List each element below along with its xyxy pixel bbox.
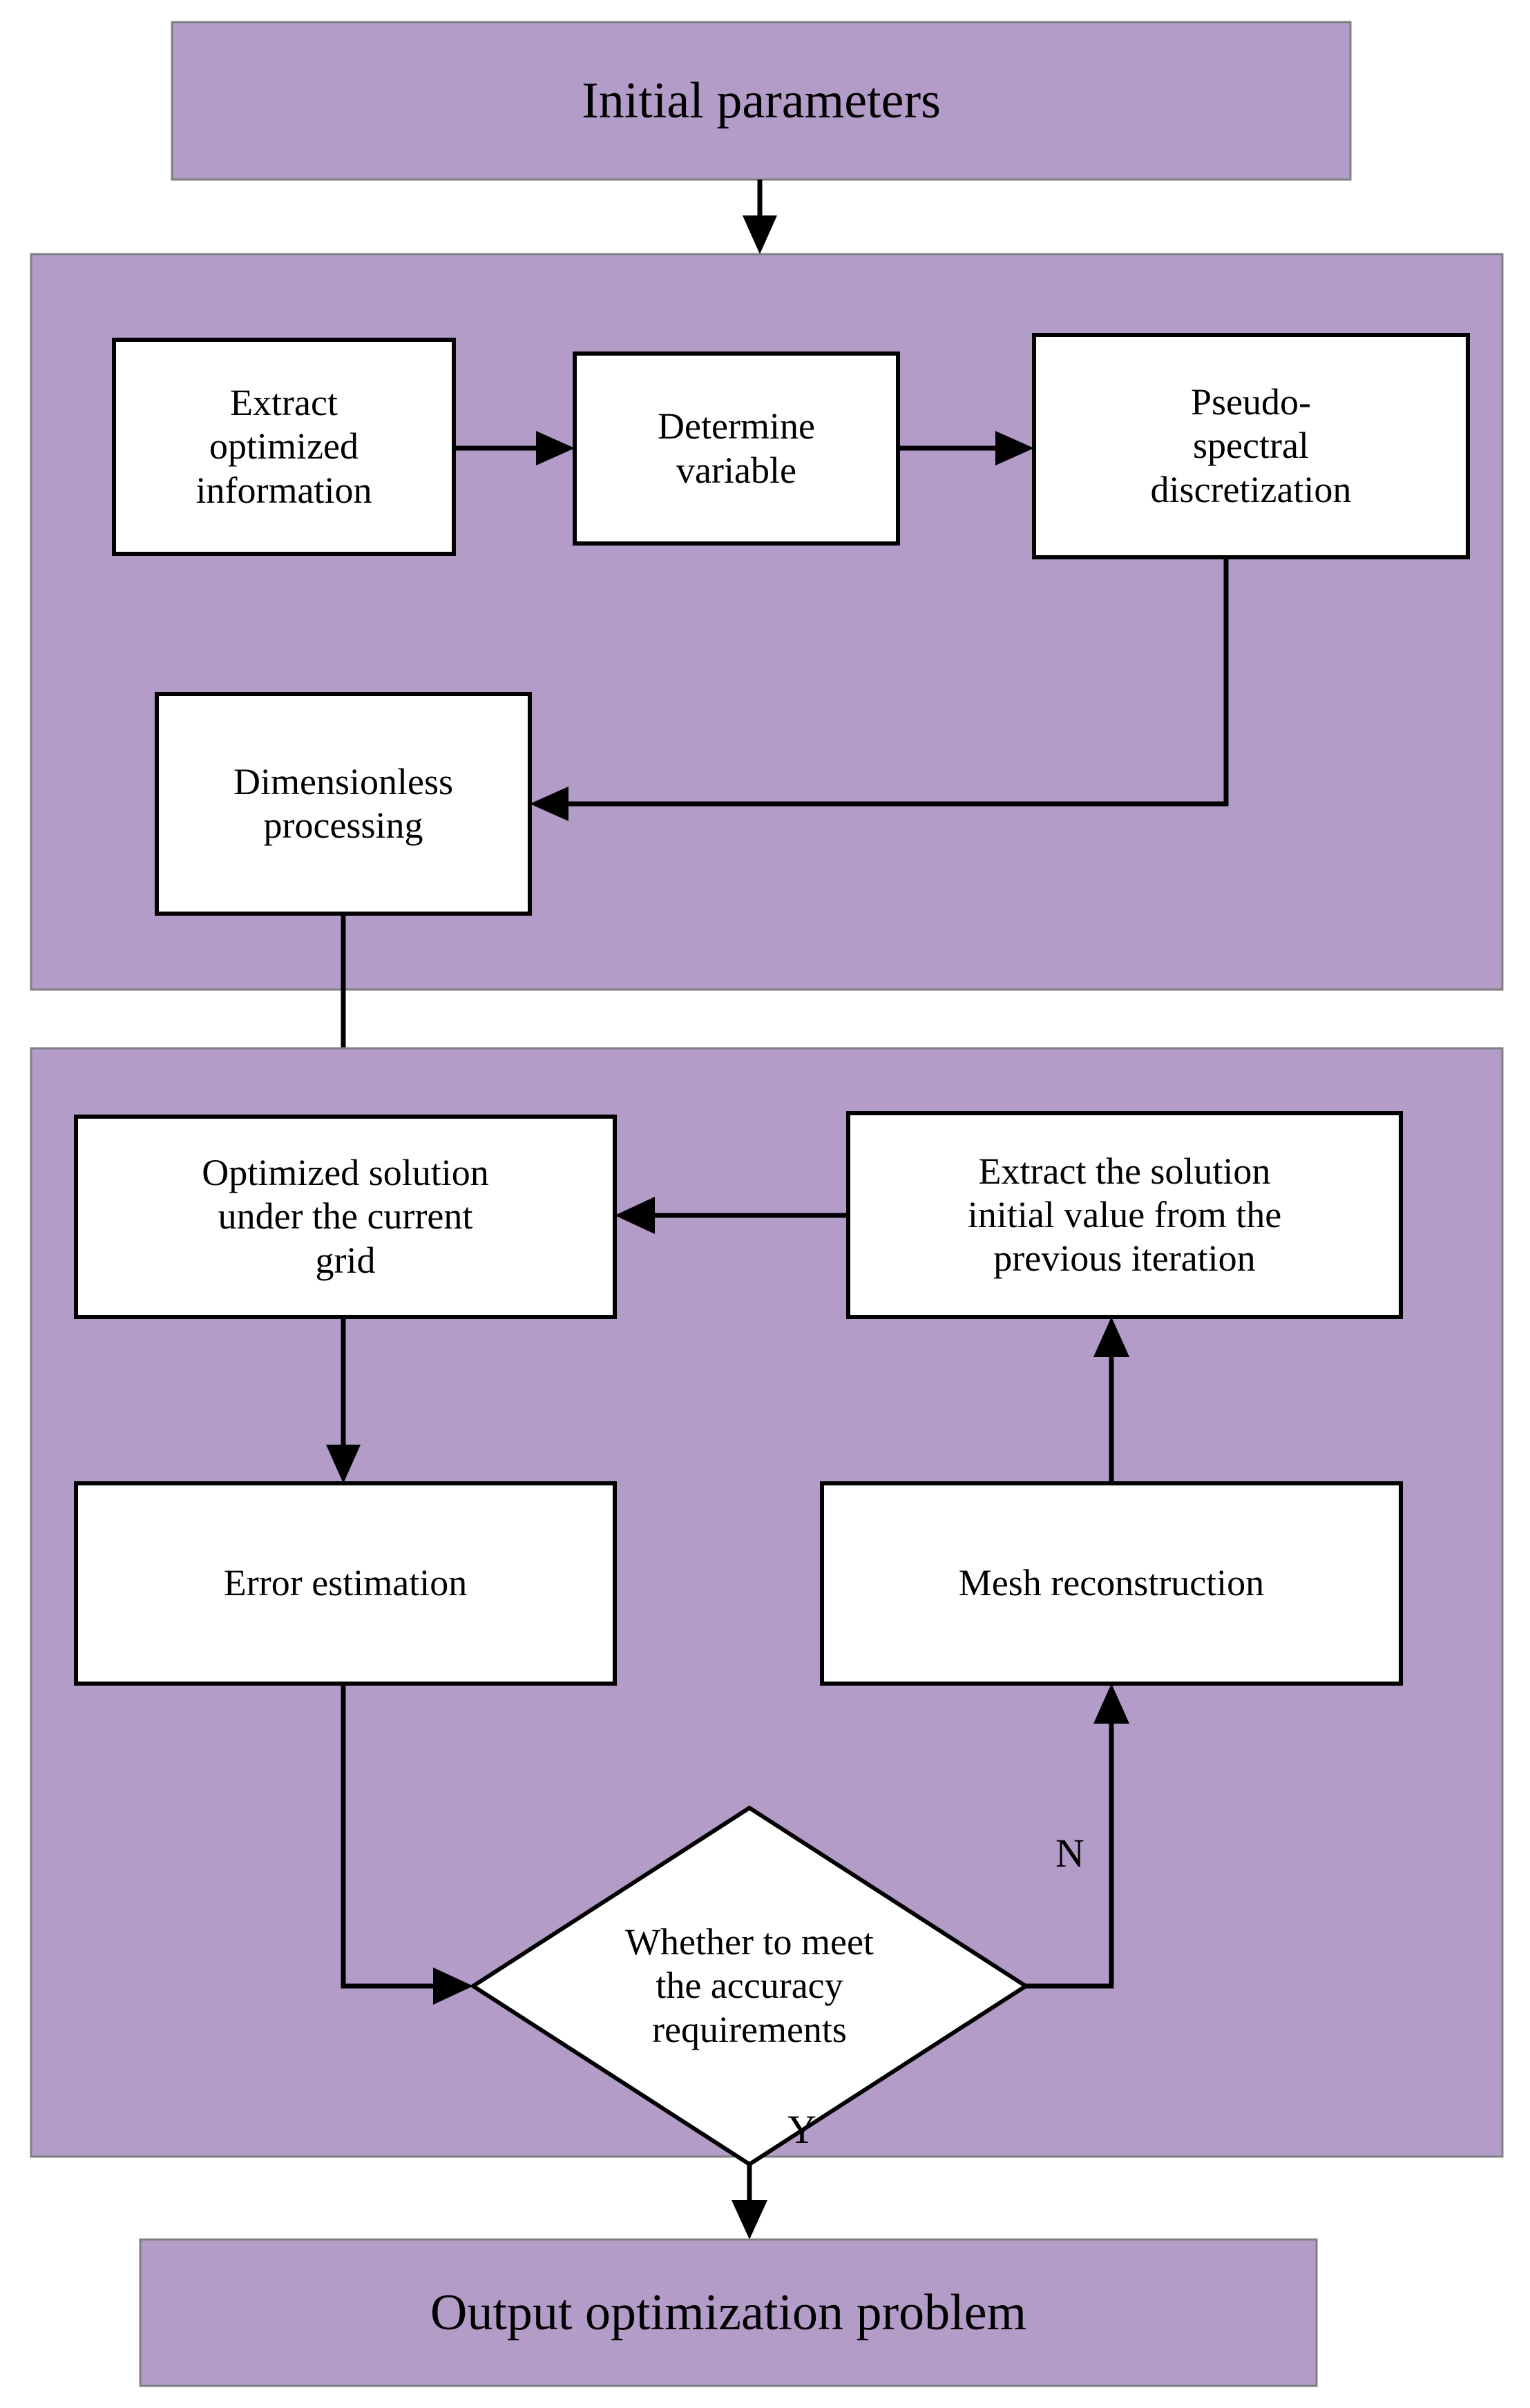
dimensionless-processing-box[interactable] — [155, 692, 532, 916]
arrowhead-initial-to-stage1 — [743, 215, 777, 254]
branch-label-no: N — [1055, 1831, 1084, 1876]
optimized-solution-current-grid-box[interactable] — [74, 1115, 617, 1319]
branch-label-yes: Y — [787, 2107, 816, 2152]
arrowhead-pseudospectral-to-dimensionless — [530, 787, 568, 821]
arrowhead-decision-no-to-meshreconstruction — [1093, 1684, 1129, 1724]
pseudo-spectral-discretization-box[interactable] — [1032, 333, 1470, 559]
mesh-reconstruction-box[interactable] — [820, 1481, 1403, 1686]
initial-parameters-box[interactable] — [171, 21, 1352, 181]
edge-errorestimation-to-decision — [341, 1684, 442, 1989]
arrowhead-optimizedsolution-to-errorestimation — [326, 1445, 361, 1483]
extract-solution-initial-value-box[interactable] — [846, 1111, 1403, 1319]
determine-variable-box[interactable] — [573, 351, 900, 546]
edge-decision-no-to-meshreconstruction — [1026, 1720, 1114, 1989]
arrowhead-decision-yes-to-output — [731, 2200, 767, 2240]
output-optimization-problem-box[interactable] — [139, 2238, 1318, 2387]
edge-pseudospectral-to-dimensionless — [560, 557, 1229, 807]
error-estimation-box[interactable] — [74, 1481, 617, 1686]
extract-optimized-information-box[interactable] — [112, 338, 456, 556]
arrowhead-meshreconstruction-to-extractsolution — [1093, 1317, 1129, 1357]
arrowhead-extractsolution-to-optimizedsolution — [615, 1197, 655, 1234]
arrowhead-extract-to-determine — [536, 431, 575, 465]
arrowhead-determine-to-pseudospectral — [995, 431, 1034, 465]
arrowhead-errorestimation-to-decision — [433, 1967, 473, 2005]
